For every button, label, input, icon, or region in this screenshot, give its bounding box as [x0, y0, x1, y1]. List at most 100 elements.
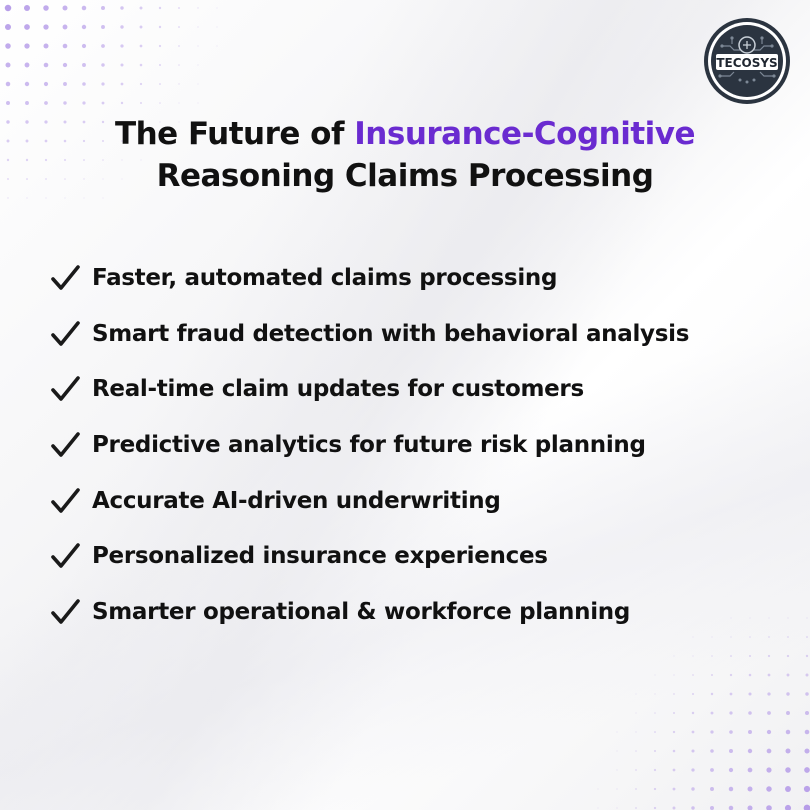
decorative-dot	[653, 749, 657, 753]
decorative-dot	[216, 7, 218, 9]
decorative-dot	[120, 82, 124, 86]
decorative-dot	[101, 25, 105, 29]
decorative-dot	[43, 24, 49, 30]
decorative-dot	[64, 197, 66, 199]
decorative-dot	[616, 731, 618, 733]
decorative-dot	[730, 655, 732, 657]
decorative-dot	[747, 767, 753, 773]
decorative-dot	[635, 712, 637, 714]
decorative-dot	[654, 731, 656, 733]
decorative-dot	[747, 805, 753, 810]
decorative-dot	[24, 43, 30, 49]
decorative-dot	[197, 26, 199, 28]
decorative-dot	[139, 82, 143, 86]
decorative-dot	[784, 804, 792, 810]
decorative-dot	[120, 25, 124, 29]
decorative-dot	[748, 673, 752, 677]
decorative-dot	[728, 767, 734, 773]
decorative-dot	[710, 711, 714, 715]
decorative-dot	[25, 101, 29, 105]
decorative-dot	[139, 44, 143, 48]
decorative-dot	[767, 692, 771, 696]
decorative-dot	[45, 197, 47, 199]
decorative-dot	[102, 197, 104, 199]
decorative-dot	[616, 807, 618, 809]
decorative-dot	[786, 673, 790, 677]
decorative-dot	[729, 711, 733, 715]
logo-wordmark: TECOSYS	[716, 56, 777, 70]
decorative-dot	[729, 692, 733, 696]
page-title: The Future of Insurance-Cognitive Reason…	[0, 113, 810, 197]
decorative-dot	[101, 82, 105, 86]
decorative-dot	[616, 750, 618, 752]
decorative-dot	[597, 807, 599, 809]
decorative-dot	[5, 43, 11, 49]
decorative-dot	[635, 750, 637, 752]
decorative-dot	[672, 749, 676, 753]
decorative-dot	[692, 655, 694, 657]
decorative-dot	[805, 692, 809, 696]
decorative-dot	[710, 749, 714, 753]
checkmark-icon	[51, 265, 80, 290]
decorative-dot	[178, 45, 180, 47]
decorative-dot	[83, 197, 85, 199]
decorative-dot	[635, 731, 637, 733]
decorative-dot	[24, 24, 30, 30]
decorative-dot	[805, 673, 809, 677]
decorative-dot	[24, 81, 30, 87]
list-item: Smarter operational & workforce planning	[50, 584, 790, 640]
decorative-dot	[43, 62, 49, 68]
decorative-dot	[178, 83, 180, 85]
decorative-dot	[654, 712, 656, 714]
decorative-dot	[178, 7, 180, 9]
decorative-dot	[767, 711, 771, 715]
decorative-dot	[23, 4, 31, 12]
decorative-dot	[728, 786, 734, 792]
list-item-text: Predictive analytics for future risk pla…	[92, 431, 646, 458]
decorative-dot	[766, 729, 772, 735]
decorative-dot	[672, 711, 676, 715]
decorative-dot	[62, 62, 68, 68]
decorative-dot	[691, 711, 695, 715]
decorative-dot	[710, 806, 714, 810]
decorative-dot	[672, 787, 676, 791]
decorative-dot	[159, 83, 161, 85]
decorative-dot	[748, 654, 752, 658]
decorative-dot	[804, 729, 810, 735]
decorative-dot	[197, 83, 199, 85]
checkmark-icon	[51, 376, 80, 402]
decorative-dot	[5, 62, 11, 68]
decorative-dot	[4, 23, 12, 31]
decorative-dot	[24, 62, 30, 68]
decorative-dot	[673, 655, 675, 657]
decorative-dot	[62, 43, 68, 49]
decorative-dot	[729, 749, 733, 753]
list-item: Personalized insurance experiences	[50, 528, 790, 584]
decorative-dot	[786, 692, 790, 696]
decorative-dot	[616, 769, 618, 771]
decorative-dot	[63, 82, 67, 86]
title-line-2: Reasoning Claims Processing	[156, 158, 654, 194]
decorative-dot	[635, 693, 637, 695]
decorative-dot	[158, 63, 162, 67]
decorative-dot	[654, 693, 656, 695]
decorative-dot	[120, 44, 124, 48]
decorative-dot	[766, 805, 772, 810]
decorative-dot	[672, 730, 676, 734]
decorative-dot	[120, 6, 124, 10]
decorative-dot	[158, 6, 162, 10]
list-item-text: Personalized insurance experiences	[92, 543, 548, 570]
decorative-dot	[691, 730, 695, 734]
decorative-dot	[158, 25, 162, 29]
tecosys-logo: TECOSYS	[704, 18, 790, 104]
decorative-dot	[805, 654, 809, 658]
decorative-dot	[139, 101, 143, 105]
decorative-dot	[6, 101, 10, 105]
decorative-dot	[635, 788, 637, 790]
decorative-dot	[197, 7, 199, 9]
decorative-dot	[43, 81, 49, 87]
decorative-dot	[120, 101, 124, 105]
list-item: Real-time claim updates for customers	[50, 361, 790, 417]
decorative-dot	[158, 44, 162, 48]
decorative-dot	[691, 692, 695, 696]
